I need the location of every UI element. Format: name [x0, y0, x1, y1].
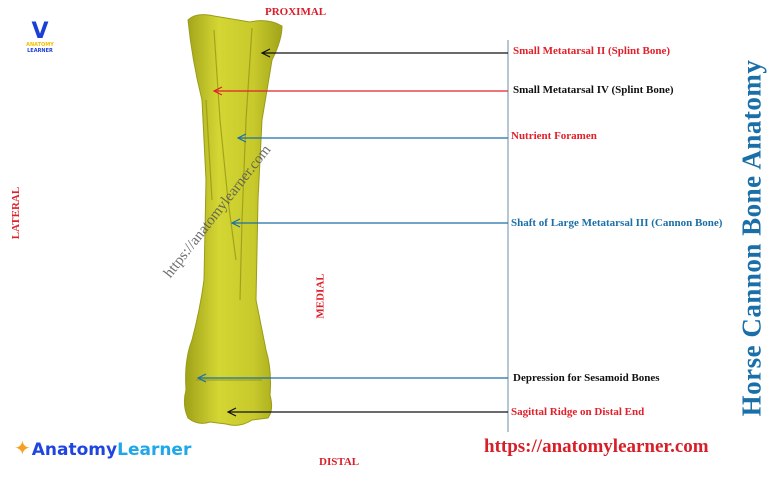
arrow-small-metatarsal-ii: [260, 48, 508, 58]
medial-label: MEDIAL: [314, 273, 327, 319]
diagram-title: Horse Cannon Bone Anatomy: [736, 59, 767, 417]
pointer-arrows: [196, 48, 508, 417]
arrow-sagittal-ridge: [226, 407, 508, 417]
label-sagittal-ridge: Sagittal Ridge on Distal End: [511, 406, 645, 418]
proximal-label: PROXIMAL: [265, 6, 327, 18]
label-small-metatarsal-ii: Small Metatarsal II (Splint Bone): [513, 45, 671, 57]
website-url: https://anatomylearner.com: [484, 436, 709, 457]
cannon-bone: [183, 14, 283, 426]
logo-small: V ANATOMY LEARNER: [25, 19, 55, 55]
label-shaft-cannon-bone: Shaft of Large Metatarsal III (Cannon Bo…: [511, 217, 723, 229]
splint-bone-lines: [196, 27, 262, 381]
arrow-sesamoid-depression: [196, 373, 508, 383]
label-nutrient-foramen: Nutrient Foramen: [511, 130, 597, 142]
runner-icon: ✦: [14, 436, 31, 460]
arrow-shaft: [230, 218, 508, 228]
lateral-label: LATERAL: [10, 186, 23, 240]
label-small-metatarsal-iv: Small Metatarsal IV (Splint Bone): [513, 84, 674, 96]
logo-line1: ANATOMY: [26, 42, 54, 48]
logo-line2: LEARNER: [27, 48, 53, 54]
logo-mark: V: [31, 19, 49, 44]
label-sesamoid-depression: Depression for Sesamoid Bones: [513, 372, 660, 384]
logo-word-1: Anatomy: [31, 440, 118, 460]
logo-anatomylearner: ✦AnatomyLearner: [14, 436, 191, 460]
arrow-nutrient-foramen: [236, 133, 508, 143]
distal-label: DISTAL: [319, 456, 360, 468]
arrow-small-metatarsal-iv: [212, 86, 508, 96]
logo-word-2: Learner: [117, 440, 192, 460]
